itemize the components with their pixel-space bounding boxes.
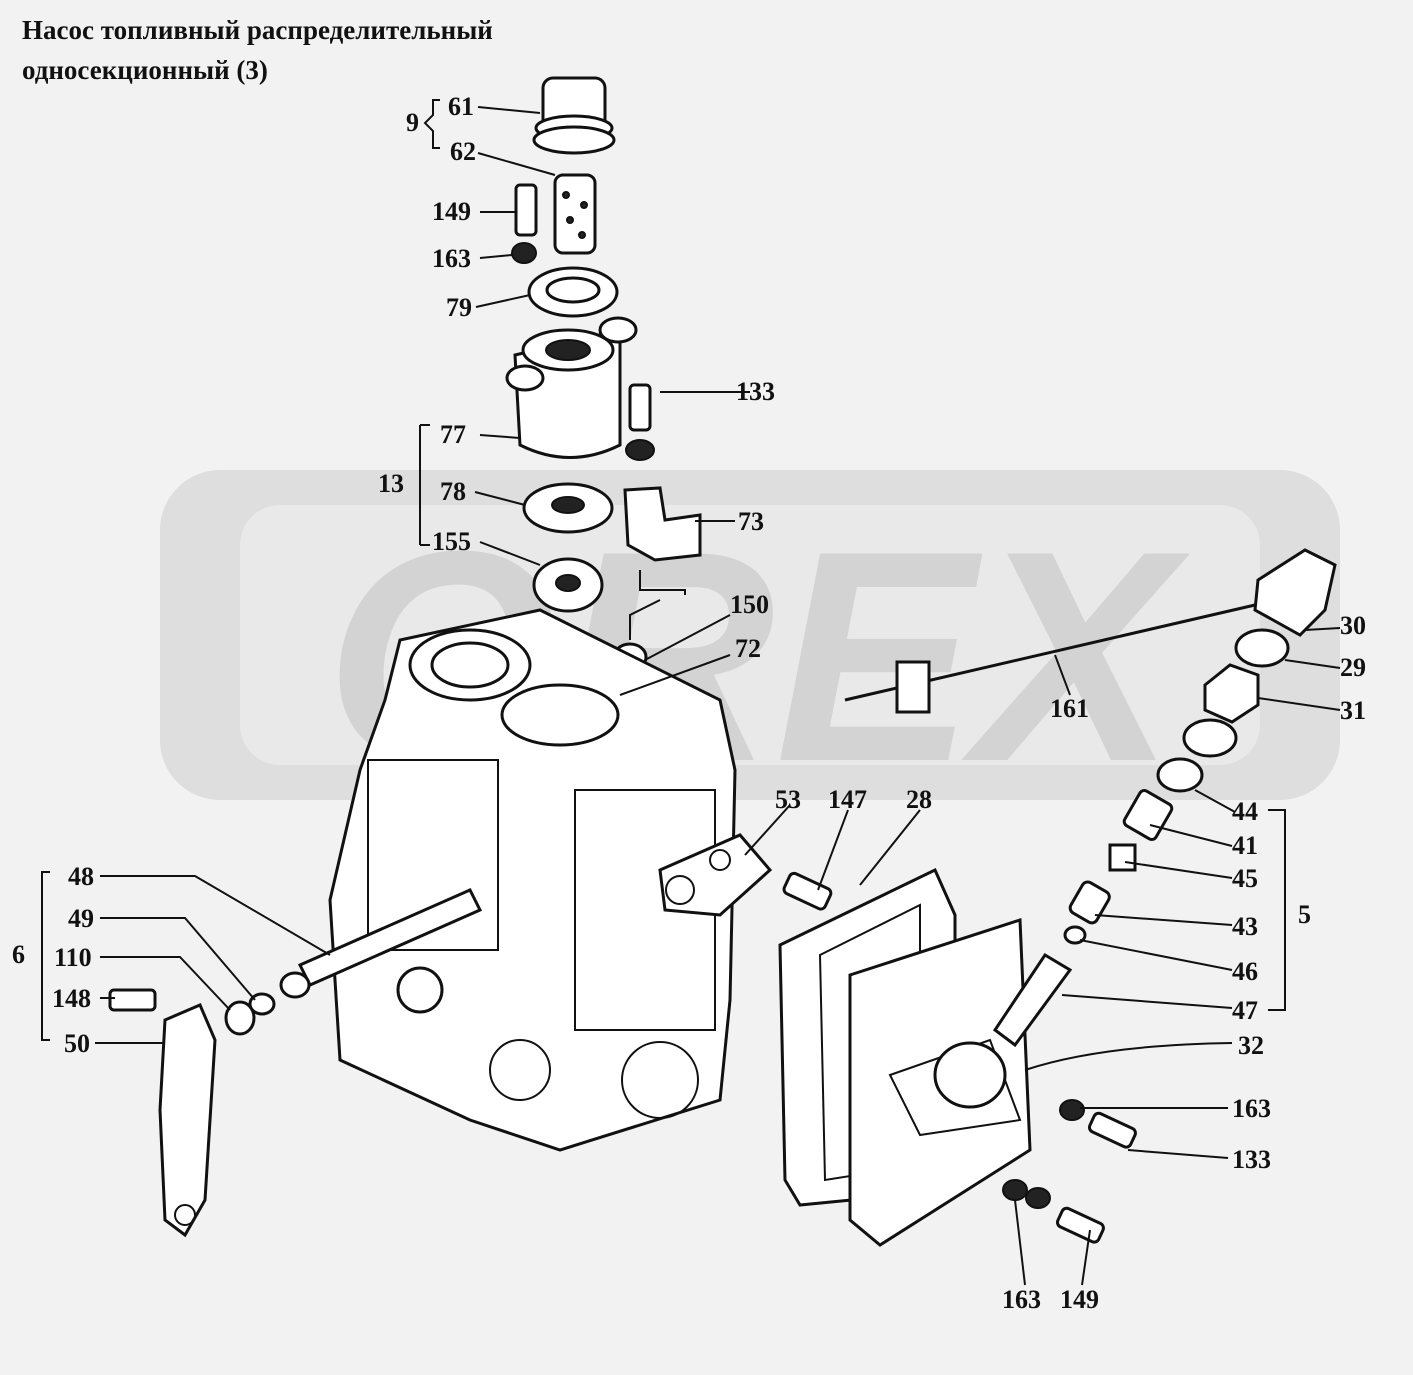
title-line-1: Насос топливный распределительный	[22, 15, 493, 45]
diagram-title: Насос топливный распределительный односе…	[22, 10, 493, 90]
part-163-washer-d	[1025, 1187, 1051, 1209]
label-72: 72	[735, 634, 761, 663]
part-53-port	[658, 833, 773, 917]
part-46-ring	[1063, 925, 1087, 945]
label-149-top: 149	[432, 197, 471, 226]
label-61: 61	[448, 92, 474, 121]
part-163-washer	[511, 242, 537, 264]
washer-top	[625, 439, 655, 461]
part-32-cover	[848, 917, 1032, 1247]
label-6: 6	[12, 940, 25, 969]
label-9: 9	[406, 108, 419, 137]
label-110: 110	[54, 943, 92, 972]
label-28: 28	[906, 785, 932, 814]
part-147-screw	[782, 871, 833, 911]
label-49: 49	[68, 904, 94, 933]
label-149-bottom: 149	[1060, 1285, 1099, 1314]
label-44: 44	[1232, 797, 1258, 826]
part-149-screw	[514, 183, 538, 237]
label-50: 50	[64, 1029, 90, 1058]
label-163-right: 163	[1232, 1094, 1271, 1123]
callout-labels: 61 62 9 149 163 79 133 77 13 78 73 155 1…	[12, 92, 1366, 1314]
part-61-cap	[532, 76, 616, 155]
label-161: 161	[1050, 694, 1089, 723]
part-31-nut	[1203, 663, 1260, 724]
ring-upper	[1182, 718, 1238, 758]
leader-lines	[41, 99, 1341, 1286]
part-45-spring	[1108, 843, 1137, 872]
label-48: 48	[68, 862, 94, 891]
part-44-seat	[1156, 757, 1204, 793]
label-73: 73	[738, 507, 764, 536]
part-30-fitting	[1253, 548, 1337, 637]
part-110-washer	[224, 1000, 256, 1036]
label-46: 46	[1232, 957, 1258, 986]
label-163-bottom: 163	[1002, 1285, 1041, 1314]
label-150: 150	[730, 590, 769, 619]
label-43: 43	[1232, 912, 1258, 941]
label-133-right: 133	[1232, 1145, 1271, 1174]
label-147: 147	[828, 785, 867, 814]
label-13: 13	[378, 469, 404, 498]
part-29-washer	[1234, 628, 1290, 668]
part-50-lever	[158, 1003, 217, 1238]
label-62: 62	[450, 137, 476, 166]
part-149-screw-b	[1055, 1206, 1105, 1244]
label-79: 79	[446, 293, 472, 322]
part-161-seal	[895, 660, 931, 714]
label-47: 47	[1232, 996, 1258, 1025]
label-163-top: 163	[432, 244, 471, 273]
part-133-screw	[628, 383, 652, 432]
label-32: 32	[1238, 1031, 1264, 1060]
part-148-screw	[108, 988, 157, 1012]
part-79-ring	[527, 266, 619, 318]
part-133-screw-b	[1087, 1111, 1137, 1149]
part-163-washer-b	[1059, 1099, 1085, 1121]
part-73-bracket	[623, 486, 702, 562]
label-53: 53	[775, 785, 801, 814]
part-47-spring	[992, 952, 1073, 1048]
part-163-washer-c	[1002, 1179, 1028, 1201]
label-41: 41	[1232, 831, 1258, 860]
part-43-valve	[1068, 880, 1111, 925]
part-48-shaft	[279, 888, 483, 999]
part-62-filter	[553, 173, 597, 255]
pump-body	[328, 608, 737, 1152]
label-77: 77	[440, 420, 466, 449]
label-148: 148	[52, 984, 91, 1013]
label-78: 78	[440, 477, 466, 506]
part-155-bearing	[532, 557, 604, 613]
title-line-2: односекционный (3)	[22, 55, 268, 85]
part-49-ring	[248, 992, 276, 1016]
label-155: 155	[432, 527, 471, 556]
label-30: 30	[1340, 611, 1366, 640]
label-133-top: 133	[736, 377, 775, 406]
label-31: 31	[1340, 696, 1366, 725]
label-5: 5	[1298, 900, 1311, 929]
part-78-disk	[522, 482, 614, 534]
part-77-housing	[505, 316, 638, 459]
label-29: 29	[1340, 653, 1366, 682]
label-45: 45	[1232, 864, 1258, 893]
